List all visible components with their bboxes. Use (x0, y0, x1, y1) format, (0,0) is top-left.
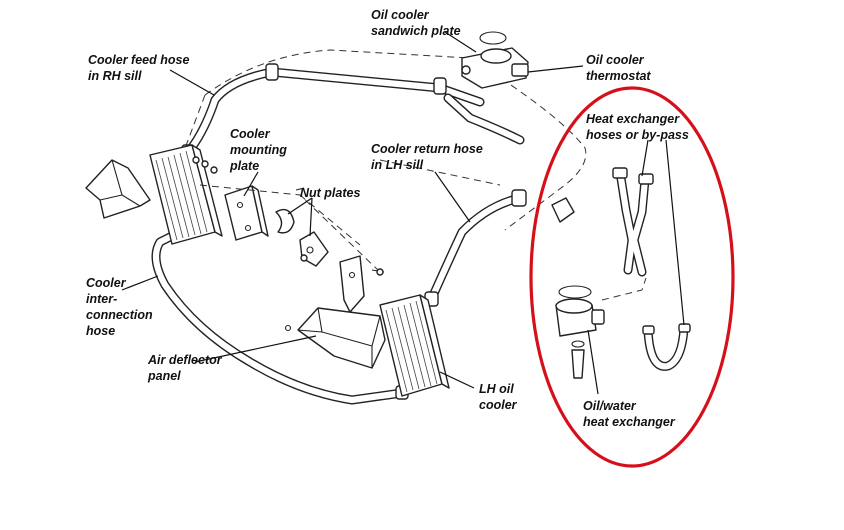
label-heat-exchanger-hoses: Heat exchanger hoses or by-pass (586, 112, 689, 142)
label-cooler-return-hose: Cooler return hose in LH sill (371, 142, 486, 172)
label-cooler-feed-hose: Cooler feed hose in RH sill (88, 53, 193, 83)
labels: Oil cooler sandwich plate Oil cooler the… (86, 8, 689, 429)
fasteners (192, 156, 384, 276)
oil-water-heat-exchanger (555, 285, 605, 379)
cooler-mounting-plate (224, 185, 269, 241)
label-air-deflector-panel: Air deflector panel (147, 353, 225, 383)
label-oil-cooler-thermostat: Oil cooler thermostat (586, 53, 651, 83)
sandwich-plate-assembly (461, 31, 529, 89)
highlight-ellipse (529, 86, 735, 468)
label-lh-oil-cooler: LH oil cooler (479, 382, 518, 412)
air-deflector-panel (284, 307, 386, 369)
cooler-interconnection-hose (151, 225, 409, 405)
rh-oil-cooler (149, 144, 223, 245)
rh-bracket (85, 159, 151, 219)
label-cooler-interconnection-hose: Cooler inter- connection hose (86, 276, 156, 338)
heat-exchanger-hoses (551, 167, 691, 371)
label-cooler-mounting-plate: Cooler mounting plate (229, 127, 290, 173)
cooler-return-hose (424, 93, 527, 307)
label-oil-water-heat-exchanger: Oil/water heat exchanger (583, 399, 676, 429)
floor-outline-dashed (174, 49, 587, 246)
label-nut-plates: Nut plates (300, 186, 360, 200)
lh-oil-cooler (379, 294, 450, 397)
center-bracket (199, 184, 385, 313)
label-oil-cooler-sandwich-plate: Oil cooler sandwich plate (371, 8, 461, 38)
leader-lines (121, 31, 685, 395)
